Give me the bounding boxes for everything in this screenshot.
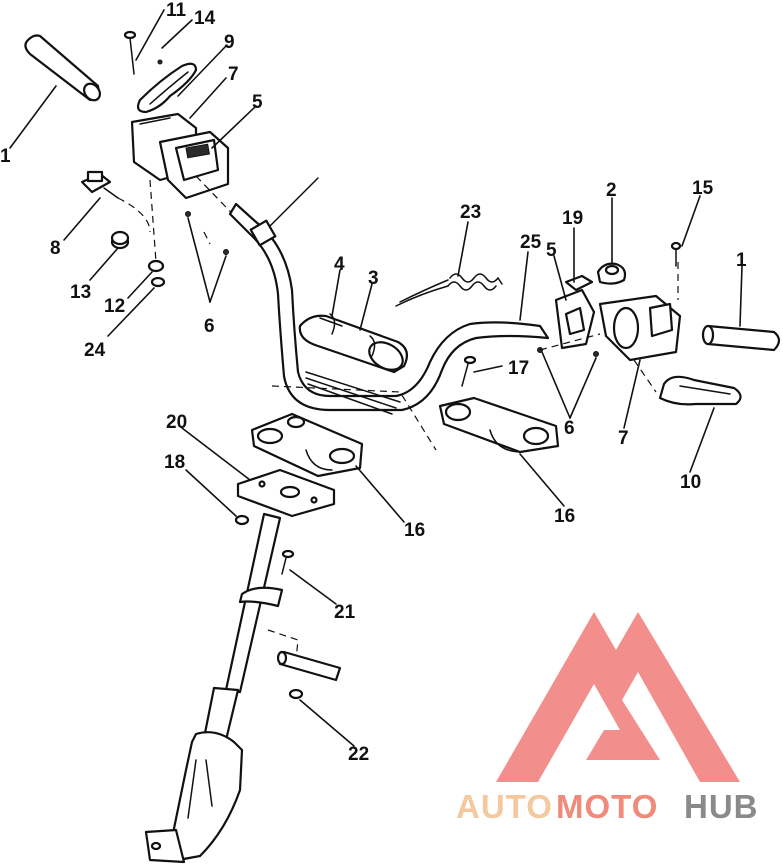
lower-clamp-16 [250,412,364,478]
clamp-axis-dash [271,385,437,451]
right-grip [701,324,781,352]
screw-6b [223,249,229,255]
handlebar [228,177,550,412]
screw-6d [593,351,599,357]
callout-1-right: 1 [736,250,747,271]
throttle-cap [596,262,627,285]
right-clutch-lever [658,375,742,406]
watermark-logo [496,612,740,782]
callout-22: 22 [348,744,369,765]
callout-8: 8 [50,238,61,259]
callout-3: 3 [368,268,379,289]
kill-switch-button [80,170,119,199]
cross-pin [276,650,342,682]
bolt-15 [670,241,682,267]
callout-9: 9 [224,32,235,53]
watermark-wordmark: AUTO MOTO HUB [456,788,759,825]
nut-18 [234,514,250,526]
left-grip [24,34,101,102]
callout-18: 18 [164,452,185,473]
coiled-wire [395,273,503,307]
callout-23: 23 [460,202,481,223]
screw-axis-dash-2 [203,231,211,245]
upper-clamp-16 [438,396,560,454]
right-control-housing [598,294,682,362]
pivot-bolt [123,30,137,75]
leader-lines [9,9,743,747]
callout-12: 12 [104,296,125,317]
watermark-auto: AUTO [456,788,553,825]
callout-1-left: 1 [0,146,11,167]
nut-22 [288,688,304,700]
watermark-hub: HUB [684,788,759,825]
screw-6a [185,211,191,217]
right-throttle-block [554,288,596,350]
bolt-17 [461,355,477,387]
cotter-pin [157,59,163,65]
callout-6-left: 6 [204,316,215,337]
callout-17: 17 [508,358,529,379]
callout-2: 2 [606,180,617,201]
watermark-moto: MOTO [556,788,658,825]
callout-25: 25 [520,232,542,253]
callout-20: 20 [166,412,187,433]
washer-24 [150,276,166,288]
callout-14: 14 [194,8,216,29]
callout-4: 4 [334,254,345,275]
wire-dash-8 [117,197,151,233]
steering-column [144,512,284,864]
bolt-axis-dash [149,179,157,263]
grommet-13 [110,230,130,250]
callout-16-left: 16 [404,520,425,541]
callout-19: 19 [562,208,583,229]
bolt-21 [281,549,295,575]
callout-7-right: 7 [618,428,629,449]
left-control-housing [130,112,230,200]
callout-5-left: 5 [252,92,263,113]
callout-24: 24 [84,340,106,361]
mounting-plate [236,468,336,518]
callout-16-right: 16 [554,506,575,527]
clip-19 [564,274,594,292]
washer-12 [147,259,165,273]
callout-11: 11 [166,0,187,21]
screw-axis-dash-3 [539,333,601,351]
left-brake-lever [136,62,198,114]
callout-21: 21 [334,602,356,623]
callout-10: 10 [680,472,701,493]
callout-7-left: 7 [228,64,239,85]
callouts: 1 11 14 9 7 5 8 13 12 24 6 23 4 3 25 5 1… [0,0,747,765]
callout-6-right: 6 [564,418,575,439]
callout-15: 15 [692,178,714,199]
handlebar-pad [298,313,409,415]
lever-axis-dash [633,359,657,393]
callout-5-right: 5 [546,240,557,261]
callout-13: 13 [70,282,91,303]
